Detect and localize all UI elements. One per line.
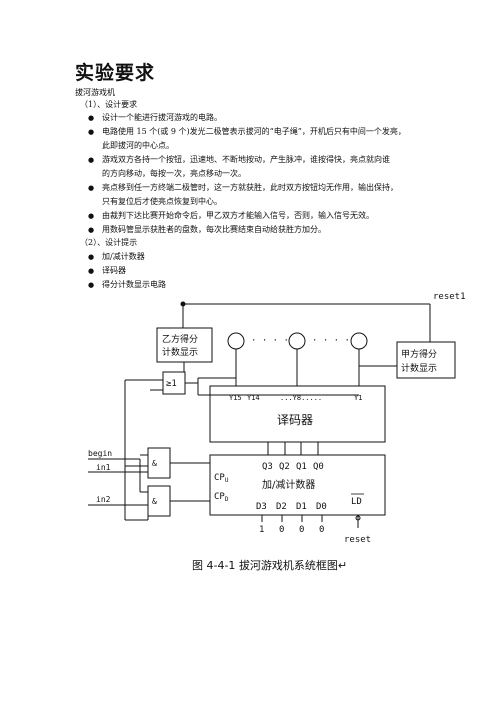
decoder-pin-y15: Y15 xyxy=(229,394,242,402)
input-value-d3: 1 xyxy=(259,525,264,535)
requirement-item: 电路使用 15 个(或 9 个)发光二极管表示拔河的“电子绳”，开机后只有中间一… xyxy=(88,125,432,139)
figure-caption: 图 4-4-1 拔河游戏机系统框图↵ xyxy=(192,559,348,572)
hint-item: 加/减计数器 xyxy=(88,250,432,264)
in2-label: in2 xyxy=(96,495,111,504)
or-gate-label: ≥1 xyxy=(166,379,177,389)
cpd-label: CPD xyxy=(214,492,229,503)
right-display-line2: 计数显示 xyxy=(401,362,437,374)
in1-label: in1 xyxy=(96,463,111,472)
and-gate-label: & xyxy=(152,459,157,468)
section-heading-design-requirements: （1）、设计要求 xyxy=(80,100,138,109)
requirement-item: 由裁判下达比赛开始命令后，甲乙双方才能输入信号，否则，输入信号无效。 xyxy=(88,209,432,223)
requirement-continuation: 的方向移动，每按一次，亮点移动一次。 xyxy=(102,169,246,178)
decoder-pin-y1: Y1 xyxy=(354,394,362,402)
counter-label: 加/减计数器 xyxy=(262,478,315,491)
led-dots: · · · · xyxy=(312,336,350,346)
hint-item: 得分计数显示电路 xyxy=(88,278,432,292)
hint-item: 译码器 xyxy=(88,264,432,278)
section-heading-design-hints: （2）、设计提示 xyxy=(80,238,138,247)
requirement-item: 设计一个能进行拔河游戏的电路。 xyxy=(88,111,432,125)
requirement-continuation: 此即拔河的中心点。 xyxy=(102,141,174,150)
counter-input-d3: D3 xyxy=(256,502,267,512)
counter-output-q0: Q0 xyxy=(313,462,324,472)
counter-output-q1: Q1 xyxy=(296,462,307,472)
reset-label: reset xyxy=(344,535,371,545)
and-gate-label: & xyxy=(152,497,157,506)
counter-input-d1: D1 xyxy=(296,502,307,512)
decoder-pin-y14: Y14 xyxy=(247,394,260,402)
input-value-d2: 0 xyxy=(279,525,284,535)
left-display-line1: 乙方得分 xyxy=(162,333,198,345)
led-dots: · · · · xyxy=(251,336,289,346)
requirement-item: 亮点移到任一方终端二极管时，这一方就获胜，此时双方按钮均无作用，输出保持， xyxy=(88,181,432,195)
counter-input-d0: D0 xyxy=(316,502,327,512)
requirement-item: 用数码管显示获胜者的盘数，每次比赛结束自动给获胜方加分。 xyxy=(88,223,432,237)
decoder-pin-y8: ...Y8..... xyxy=(280,394,322,402)
cpu-label: CPU xyxy=(214,473,229,484)
requirement-item: 游戏双方各持一个按钮，迅速地、不断地按动，产生脉冲，谁按得快，亮点就向谁 xyxy=(88,153,432,167)
right-display-line1: 甲方得分 xyxy=(401,348,437,360)
ld-label: LD xyxy=(351,497,362,507)
left-display-line2: 计数显示 xyxy=(162,346,198,358)
requirement-continuation: 只有复位后才使亮点恢复到中心。 xyxy=(102,197,222,206)
counter-output-q3: Q3 xyxy=(262,462,273,472)
begin-label: begin xyxy=(88,449,112,458)
input-value-d0: 0 xyxy=(319,525,324,535)
counter-output-q2: Q2 xyxy=(279,462,290,472)
subtitle: 拔河游戏机 xyxy=(75,88,115,97)
page-title: 实验要求 xyxy=(75,62,156,84)
input-value-d1: 0 xyxy=(299,525,304,535)
reset1-label: reset1 xyxy=(433,292,466,302)
decoder-label: 译码器 xyxy=(277,413,313,427)
counter-input-d2: D2 xyxy=(276,502,287,512)
